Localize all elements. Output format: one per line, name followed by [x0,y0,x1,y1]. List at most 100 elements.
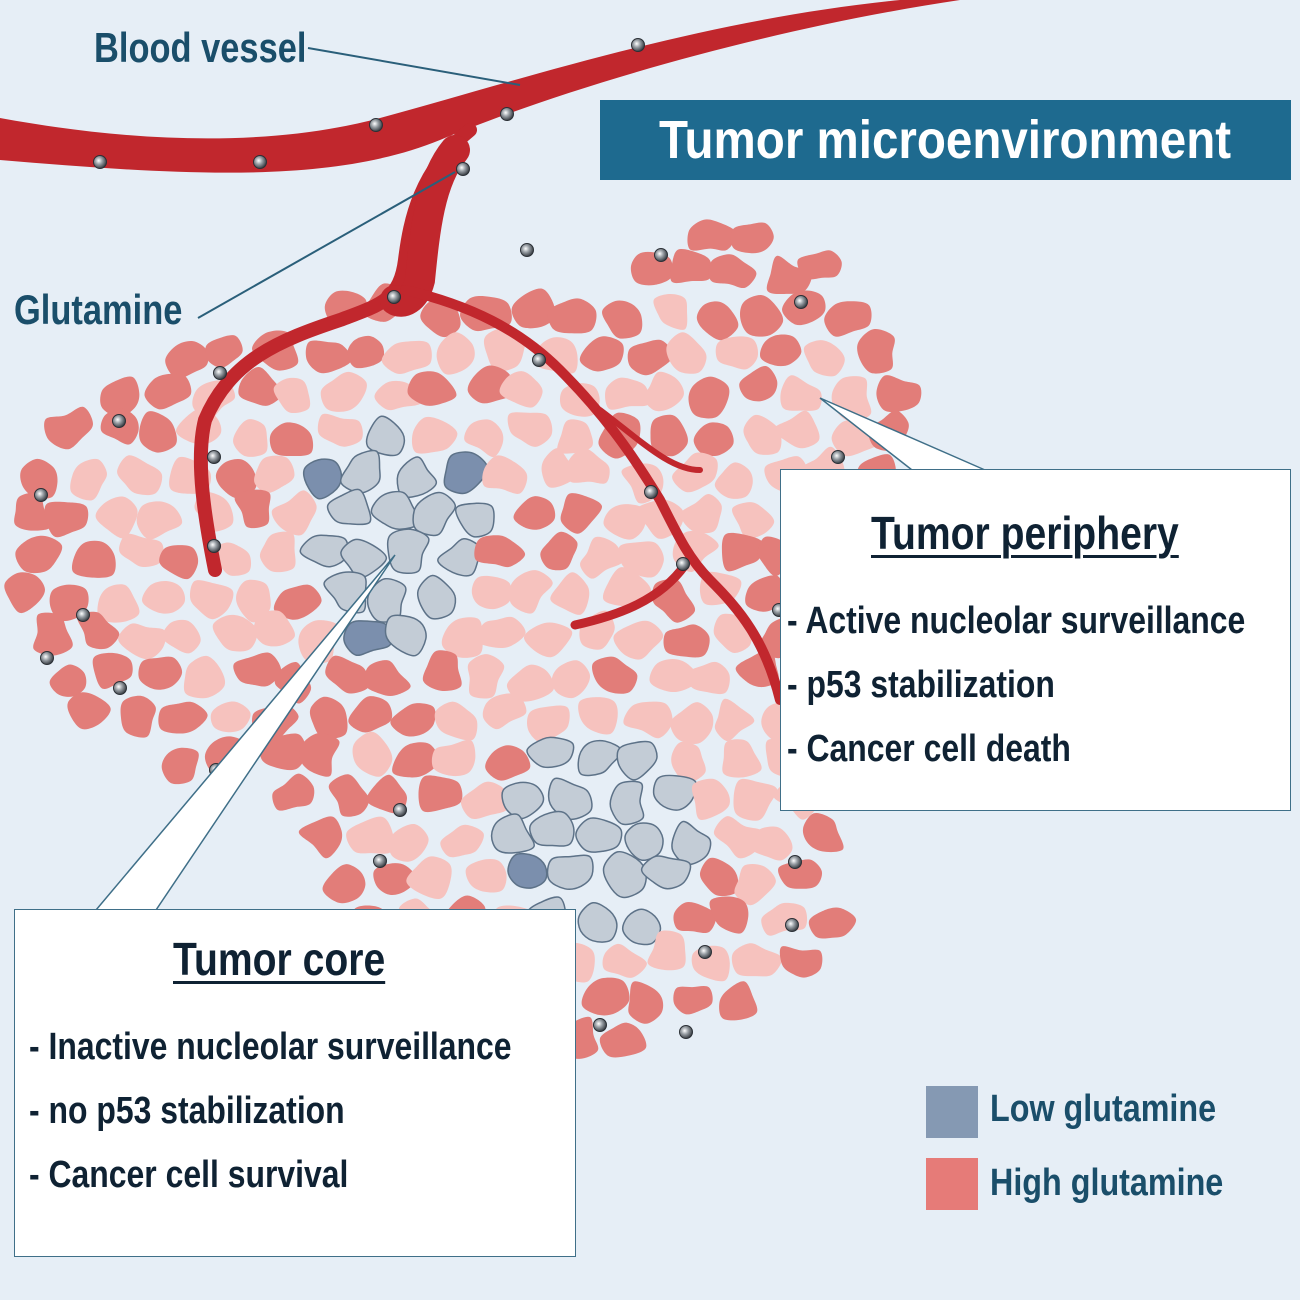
high-glutamine-cell [273,584,322,620]
high-glutamine-cell [119,533,164,568]
high-glutamine-cell [440,824,484,858]
low-glutamine-cell [547,777,593,821]
high-glutamine-cell [670,249,712,284]
high-glutamine-cell [602,943,647,978]
high-glutamine-cell [803,340,845,377]
glutamine-molecule [644,485,658,499]
high-glutamine-cell [761,902,808,936]
high-glutamine-cell [696,301,739,341]
glutamine-molecule [456,162,470,176]
high-glutamine-cell [670,702,714,744]
glutamine-molecule [34,488,48,502]
blood-vessel-leader [307,47,521,86]
periphery-item: - p53 stabilization [787,664,1055,706]
branch-vessel [597,407,703,473]
high-glutamine-cell [183,655,226,699]
high-glutamine-cell [190,580,234,620]
branch-vessel [570,560,690,630]
glutamine-molecules [34,38,845,1039]
glutamine-molecule [207,539,221,553]
high-glutamine-cell [271,490,317,536]
high-glutamine-cell [652,579,696,623]
glutamine-molecule [788,855,802,869]
high-glutamine-cell [406,856,452,899]
low-glutamine-cell [652,774,698,811]
high-glutamine-cell [540,531,578,571]
high-glutamine-cell [513,496,556,530]
high-glutamine-cell [15,535,63,574]
high-glutamine-cell [309,696,348,739]
high-glutamine-cell [317,413,363,447]
glutamine-molecule [207,450,221,464]
high-glutamine-cell [210,701,251,733]
branch-vessel [380,135,470,317]
high-glutamine-cell [876,375,922,413]
core-item: - Inactive nucleolar surveillance [29,1026,512,1068]
high-glutamine-cell [602,567,652,607]
high-glutamine-cell [305,340,352,374]
high-glutamine-cell [628,981,664,1024]
high-glutamine-cell [234,489,271,529]
high-glutamine-cell [673,985,713,1015]
high-glutamine-cell [722,739,762,778]
glutamine-molecule [593,1018,607,1032]
low-glutamine-cell [343,620,393,657]
high-glutamine-cell [139,411,177,453]
low-glutamine-cell [526,736,575,769]
high-glutamine-cell [162,619,201,654]
high-glutamine-cell [581,977,630,1016]
high-glutamine-cell [471,575,512,610]
high-glutamine-cell [506,664,555,702]
high-glutamine-label: High glutamine [990,1162,1224,1204]
high-glutamine-cell [778,859,823,889]
high-glutamine-cell [499,371,543,408]
high-glutamine-cell [824,301,872,337]
glutamine-molecule [794,295,808,309]
high-glutamine-cell [269,422,314,457]
low-glutamine-cell [412,491,457,537]
high-glutamine-cell [71,540,116,578]
high-glutamine-cell [599,1022,647,1058]
high-glutamine-cell [663,624,710,658]
high-glutamine-cell [511,288,556,329]
high-glutamine-cell [299,732,340,777]
glutamine-molecule [387,290,401,304]
high-glutamine-cell [205,335,243,368]
core-panel: Tumor core - Inactive nucleolar surveill… [14,909,576,1257]
high-glutamine-cell [467,654,505,699]
high-glutamine-cell [97,584,140,623]
high-glutamine-cell [120,695,156,738]
high-glutamine-cell [482,693,527,730]
low-glutamine-cell [302,458,343,500]
high-glutamine-cell [580,536,624,579]
title-banner: Tumor microenvironment [600,100,1291,180]
high-glutamine-cell [566,448,610,484]
low-glutamine-cell [577,902,618,943]
glutamine-molecule [532,353,546,367]
high-glutamine-cell [161,747,199,785]
high-glutamine-cell [808,907,857,939]
low-glutamine-cell [577,739,623,777]
high-glutamine-cell [273,377,311,414]
high-glutamine-cell [773,410,820,449]
low-glutamine-cell [396,456,438,499]
high-glutamine-cell [373,863,417,895]
low-glutamine-cell [546,854,594,890]
high-glutamine-cell [709,896,749,934]
high-glutamine-cell [347,335,385,369]
high-glutamine-cell [20,458,58,499]
high-glutamine-cell [779,946,823,978]
high-glutamine-cell [233,419,268,457]
high-glutamine-cell [441,617,483,658]
high-glutamine-cell [436,332,475,375]
low-glutamine-cell [616,740,658,781]
high-glutamine-cell [714,462,753,499]
high-glutamine-cell [259,733,307,771]
high-glutamine-cell [739,365,778,402]
high-glutamine-cell [797,250,842,280]
high-glutamine-cell [348,696,393,733]
high-glutamine-cell [613,620,664,660]
high-glutamine-cell [49,664,87,697]
high-glutamine-cell [390,703,436,737]
high-glutamine-cell [464,419,504,458]
